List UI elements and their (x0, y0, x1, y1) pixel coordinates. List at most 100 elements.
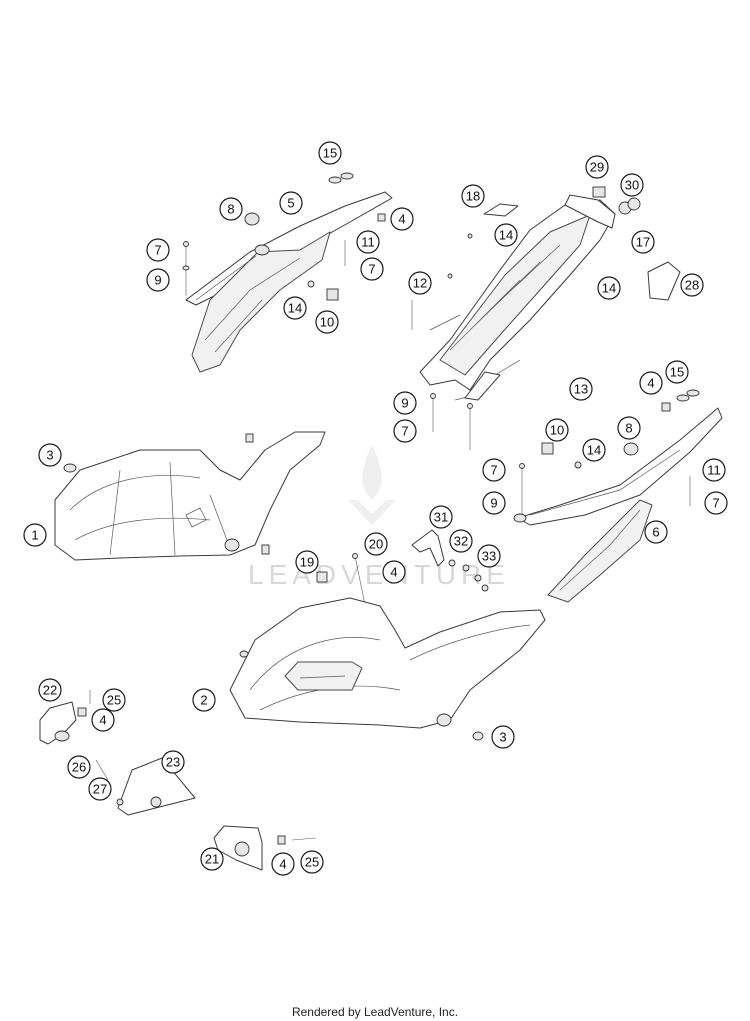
callout-8: 8 (617, 416, 641, 440)
svg-text:14: 14 (499, 228, 513, 243)
svg-text:4: 4 (390, 565, 397, 580)
svg-text:4: 4 (279, 857, 286, 872)
svg-text:28: 28 (685, 278, 699, 293)
callout-17: 17 (631, 230, 655, 254)
watermark-text: LEADVENTURE (248, 559, 510, 590)
callout-15: 15 (665, 360, 689, 384)
svg-text:26: 26 (72, 760, 86, 775)
callout-9: 9 (393, 391, 417, 415)
callout-4: 4 (390, 207, 414, 231)
footer-credit: Rendered by LeadVenture, Inc. (291, 1005, 459, 1019)
callout-7: 7 (393, 419, 417, 443)
hardware-group-right-rail (519, 389, 700, 515)
callout-5: 5 (279, 191, 303, 215)
svg-text:4: 4 (398, 212, 405, 227)
svg-text:15: 15 (323, 146, 337, 161)
hardware-group-lower-right (472, 731, 484, 741)
svg-text:8: 8 (625, 421, 632, 436)
svg-text:11: 11 (361, 235, 375, 250)
svg-text:17: 17 (636, 235, 650, 250)
svg-text:11: 11 (707, 463, 721, 478)
svg-text:7: 7 (712, 496, 719, 511)
callout-4: 4 (91, 708, 115, 732)
callout-32: 32 (449, 529, 473, 553)
callout-14: 14 (582, 438, 606, 462)
callout-11: 11 (702, 458, 726, 482)
svg-text:21: 21 (205, 852, 219, 867)
svg-text:13: 13 (574, 382, 588, 397)
svg-text:3: 3 (499, 730, 506, 745)
svg-text:19: 19 (300, 555, 314, 570)
callout-25: 25 (300, 850, 324, 874)
callout-4: 4 (639, 371, 663, 395)
svg-text:8: 8 (227, 202, 234, 217)
callout-12: 12 (408, 271, 432, 295)
svg-text:1: 1 (31, 528, 38, 543)
part-23-plate (95, 757, 196, 816)
callout-8: 8 (219, 197, 243, 221)
callout-26: 26 (67, 755, 91, 779)
callout-15: 15 (318, 141, 342, 165)
svg-text:7: 7 (368, 262, 375, 277)
svg-text:33: 33 (482, 549, 496, 564)
callout-4: 4 (382, 560, 406, 584)
svg-text:15: 15 (670, 365, 684, 380)
svg-text:9: 9 (401, 396, 408, 411)
callout-25: 25 (102, 688, 126, 712)
callout-22: 22 (38, 678, 62, 702)
svg-text:22: 22 (43, 683, 57, 698)
callout-20: 20 (364, 532, 388, 556)
svg-text:14: 14 (587, 443, 601, 458)
svg-text:2: 2 (200, 693, 207, 708)
callout-9: 9 (146, 268, 170, 292)
callout-2: 2 (192, 688, 216, 712)
callout-7: 7 (360, 257, 384, 281)
hardware-group-subframe (411, 186, 681, 450)
callout-7: 7 (146, 238, 170, 262)
svg-text:25: 25 (305, 855, 319, 870)
svg-text:23: 23 (166, 755, 180, 770)
svg-text:14: 14 (602, 281, 616, 296)
callout-29: 29 (585, 155, 609, 179)
svg-text:32: 32 (454, 534, 468, 549)
svg-text:4: 4 (647, 376, 654, 391)
part-31-bracket (411, 529, 489, 592)
callout-33: 33 (477, 544, 501, 568)
part-5-rear-side-rail (185, 191, 393, 373)
callout-4: 4 (271, 852, 295, 876)
callout-6: 6 (644, 520, 668, 544)
svg-text:14: 14 (288, 301, 302, 316)
callout-13: 13 (569, 377, 593, 401)
callout-19: 19 (295, 550, 319, 574)
svg-text:31: 31 (434, 510, 448, 525)
callout-27: 27 (88, 777, 112, 801)
callout-21: 21 (200, 847, 224, 871)
svg-text:10: 10 (320, 315, 334, 330)
callout-3: 3 (38, 443, 62, 467)
svg-text:5: 5 (287, 196, 294, 211)
watermark-logo-icon (348, 445, 396, 525)
svg-text:9: 9 (490, 496, 497, 511)
callout-1: 1 (23, 523, 47, 547)
svg-text:9: 9 (154, 273, 161, 288)
part-2-right-side-cover (229, 597, 546, 729)
part-1-left-side-cover (54, 431, 326, 561)
svg-text:12: 12 (413, 276, 427, 291)
svg-text:20: 20 (369, 537, 383, 552)
hardware-group-center (316, 553, 366, 606)
part-6-right-rear-rail (513, 407, 723, 603)
svg-text:7: 7 (490, 463, 497, 478)
svg-text:27: 27 (93, 782, 107, 797)
callout-14: 14 (597, 276, 621, 300)
hardware-group-upper-left (182, 172, 386, 301)
callout-18: 18 (461, 184, 485, 208)
callout-7: 7 (482, 458, 506, 482)
callout-10: 10 (315, 310, 339, 334)
svg-text:25: 25 (107, 693, 121, 708)
callout-11: 11 (356, 230, 380, 254)
callout-7: 7 (704, 491, 728, 515)
svg-text:10: 10 (550, 423, 564, 438)
callout-31: 31 (429, 505, 453, 529)
callout-23: 23 (161, 750, 185, 774)
